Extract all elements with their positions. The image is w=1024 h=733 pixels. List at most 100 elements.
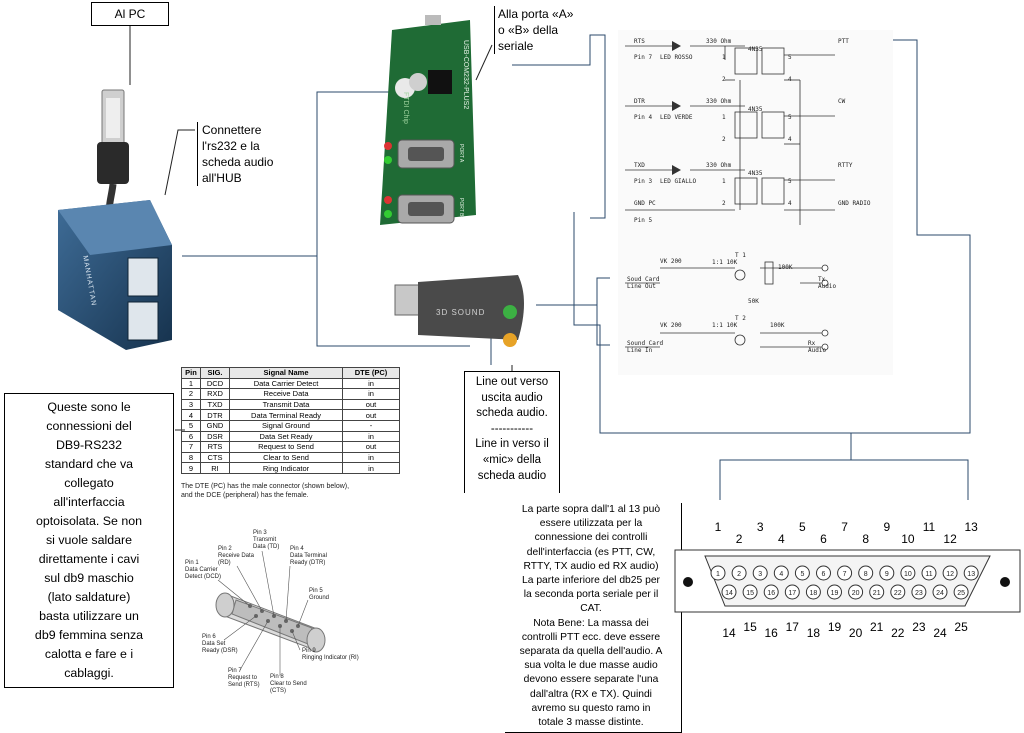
db25-note-15: avremo su questo ramo in [531, 702, 651, 714]
schem-out-0: PTT [838, 38, 849, 45]
db9-pin7-a: Pin 7 [228, 668, 242, 674]
db9-pin8-label: Pin 8 Clear to Send (CTS) [270, 674, 307, 695]
db9-pin6-b: Data Set [202, 641, 226, 647]
schem-ao-t1: T 1 [735, 252, 746, 259]
db25-bottom-pin-number: 23 [912, 620, 926, 634]
db25-note-6: La parte inferiore del db25 per [522, 575, 660, 587]
schem-sig-2: TXD [634, 162, 645, 169]
db25-pin-top [837, 565, 853, 581]
table-cell: in [342, 430, 400, 443]
schem-ao-in1: Soud Card [627, 276, 660, 283]
db9-pin2-a: Pin 2 [218, 546, 232, 552]
schem-opto-pin2-2: 2 [722, 200, 726, 207]
db25-top-pin-number: 13 [964, 520, 978, 534]
schem-ao-pot: 100K [778, 264, 793, 271]
db25-top-pin-number: 4 [777, 532, 785, 546]
db9-note-8: si vuole saldare [45, 533, 133, 547]
schem-ai-in2: Line In [627, 347, 653, 354]
schem-ao-out2: Audio [818, 283, 837, 290]
db25-pin-top [710, 565, 726, 581]
db25-note-9: Nota Bene: La massa dei [533, 617, 649, 629]
db9-note-5: collegato [64, 476, 114, 490]
db9-pin4-a: Pin 4 [290, 546, 304, 552]
db25-top-pin-number: 12 [943, 532, 957, 546]
callout-line-out-in: Line out verso uscita audio scheda audio… [464, 371, 560, 493]
db25-pin-bottom-inner-label: 17 [788, 590, 796, 597]
db25-pin-top-inner-label: 7 [843, 571, 847, 578]
schem-opto-pin2-1: 2 [722, 136, 726, 143]
db9-note-4: standard che va [44, 457, 134, 471]
db25-pin-bottom-inner-label: 16 [767, 590, 775, 597]
db25-pin-bottom [827, 584, 842, 600]
schem-opto-pin5-0: 5 [788, 54, 792, 61]
header-dte: DTE (PC) [342, 367, 400, 379]
db25-pin-bottom [784, 584, 800, 600]
line-6: «mic» della [482, 453, 542, 466]
porta-line-3: seriale [498, 39, 534, 53]
db25-pin-top [963, 565, 979, 581]
schem-res-1: 330 Ohm [706, 98, 732, 105]
db25-top-pin-number: 5 [799, 520, 806, 534]
al-pc-text: Al PC [114, 7, 146, 21]
db9-note-14: calotta e fare e i [44, 647, 134, 661]
db25-pin-top-inner-label: 13 [967, 571, 975, 578]
schem-ai-pot: 100K [770, 322, 785, 329]
db25-note-13: devono essere separate l'una [523, 674, 659, 686]
db25-pin-top-inner-label: 1 [716, 571, 720, 578]
schem-out-1: CW [838, 98, 846, 105]
db25-pin-top [794, 565, 810, 581]
db25-pin-top [879, 565, 895, 581]
db9-pin5-a: Pin 5 [309, 588, 323, 594]
table-cell: in [342, 462, 400, 474]
schem-opto-pin2-0: 2 [722, 76, 726, 83]
db9-pin2-b: Receive Data [218, 553, 255, 559]
db25-note-2: essere utilizzata per la [539, 518, 643, 530]
db25-note-8: CAT. [580, 603, 602, 615]
schem-ai-out2: Audio [808, 347, 827, 354]
callout-db9-note: Queste sono le connessioni del DB9-RS232… [4, 393, 174, 688]
db25-note-1: La parte sopra dall'1 al 13 può [521, 504, 661, 515]
schem-opto-pin4-2: 4 [788, 200, 792, 207]
db25-bottom-pin-number: 14 [722, 626, 736, 640]
db25-pin-bottom-inner-label: 20 [852, 590, 860, 597]
schem-led-0: LED ROSSO [660, 54, 693, 61]
db25-top-pin-number: 9 [883, 520, 891, 534]
porta-line-1: Alla porta «A» [498, 7, 574, 21]
db25-top-pin-number: 3 [756, 520, 764, 534]
schem-gnd-radio: GND RADIO [838, 200, 871, 207]
db25-pin-bottom-inner-label: 15 [746, 590, 754, 597]
db25-bottom-pin-number: 18 [806, 626, 821, 640]
db9-note-10: sul db9 maschio [44, 571, 134, 585]
db25-pin-bottom [848, 584, 864, 600]
table-cell: - [342, 419, 400, 432]
db25-pin-top-inner-label: 6 [822, 571, 826, 578]
db25-pin-bottom [721, 584, 737, 600]
line-4: ----------- [490, 422, 534, 435]
db9-pin6-label: Pin 6 Data Set Ready (DSR) [202, 634, 238, 655]
db25-note-11: separata da quella dell'audio. A [519, 646, 663, 658]
table-cell: out [342, 441, 400, 453]
db9-note-3: DB9-RS232 [55, 438, 123, 452]
db25-note-12: sua volta le due masse audio [524, 660, 658, 672]
db25-pin-bottom [805, 584, 821, 600]
db25-pin-top-inner-label: 9 [885, 571, 889, 578]
line-7: scheda audio [477, 469, 547, 482]
db9-pin9-b: Ringing Indicator (RI) [302, 655, 359, 661]
db25-pin-bottom [911, 584, 927, 600]
schem-pin-1: Pin 4 [634, 114, 653, 121]
table-cell: in [342, 377, 400, 390]
schem-ai-res: VK 200 [660, 322, 682, 329]
schem-sig-0: RTS [634, 38, 645, 45]
port-b-label: PORT B [458, 198, 464, 217]
